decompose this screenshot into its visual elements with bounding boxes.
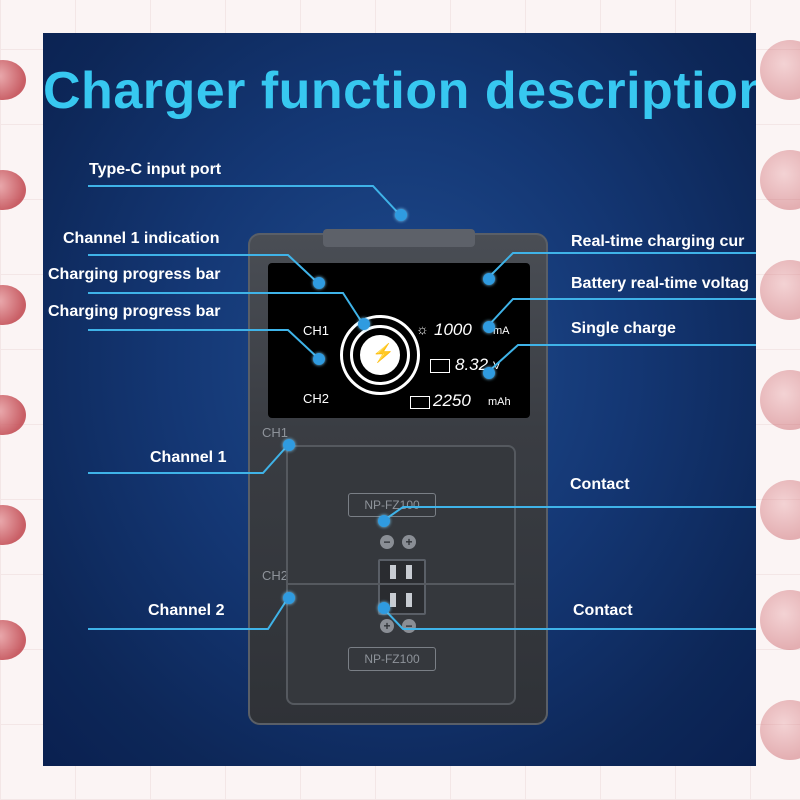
leader-channel-1 — [88, 444, 289, 474]
charger-device: CH1 CH2 ⚡ ☼ 1000 mA 8.32 V 2250 mAh CH1 … — [248, 229, 548, 725]
capacity-value: 2250 — [433, 391, 471, 410]
decorative-fruit — [760, 150, 800, 210]
battery-model-label-2: NP-FZ100 — [348, 647, 436, 671]
battery-model-label-1: NP-FZ100 — [348, 493, 436, 517]
pointer-dot — [313, 277, 325, 289]
pointer-dot — [483, 273, 495, 285]
decorative-fruit — [760, 260, 800, 320]
label-realtime-current: Real-time charging cur — [571, 233, 745, 250]
label-type-c-input: Type-C input port — [89, 161, 222, 178]
charging-progress-ring — [340, 315, 420, 395]
page-title: Charger function description — [43, 62, 756, 120]
label-contact-1: Contact — [570, 476, 630, 493]
minus-icon: − — [380, 535, 394, 549]
screen-ch1-label: CH1 — [303, 323, 330, 338]
infographic-panel: Charger function description CH1 CH2 ⚡ ☼… — [43, 33, 756, 766]
current-unit: mA — [493, 325, 510, 337]
leader-voltage — [487, 298, 756, 327]
contact-pin — [390, 565, 396, 579]
lcd-screen: CH1 CH2 ⚡ ☼ 1000 mA 8.32 V 2250 mAh — [268, 263, 530, 418]
leader-single-charge — [487, 344, 756, 373]
voltage-unit: V — [493, 360, 501, 372]
charging-progress-ring — [350, 325, 410, 385]
label-channel-2: Channel 2 — [148, 602, 225, 619]
battery-slot-area: NP-FZ100 − + + − NP-FZ100 — [286, 445, 516, 705]
screen-ch2-label: CH2 — [303, 391, 330, 406]
leader-ch1-indication — [88, 254, 319, 284]
label-charging-progress-bar-2: Charging progress bar — [48, 303, 221, 320]
capacity-unit: mAh — [488, 396, 511, 408]
contact-pin — [406, 565, 412, 579]
label-contact-2: Contact — [573, 602, 633, 619]
pointer-dot — [313, 353, 325, 365]
battery-voltage-icon — [430, 359, 450, 373]
lightning-icon: ⚡ — [372, 343, 395, 363]
label-channel-1-indication: Channel 1 indication — [63, 230, 220, 247]
leader-current — [487, 252, 756, 279]
charging-progress-ring — [360, 335, 400, 375]
pointer-dot — [483, 367, 495, 379]
sun-icon: ☼ — [416, 321, 429, 337]
plus-icon: + — [380, 619, 394, 633]
leader-type-c — [88, 185, 401, 216]
voltage-value: 8.32 — [455, 355, 489, 374]
label-single-charge: Single charge — [571, 320, 676, 337]
leader-contact-2 — [382, 607, 756, 630]
decorative-fruit — [760, 370, 800, 430]
pointer-dot — [483, 321, 495, 333]
decorative-fruit — [760, 700, 800, 760]
battery-capacity-icon — [410, 396, 430, 409]
pointer-dot — [378, 515, 390, 527]
label-channel-1: Channel 1 — [150, 449, 227, 466]
pointer-dot — [378, 602, 390, 614]
plus-icon: + — [402, 535, 416, 549]
decorative-fruit — [760, 590, 800, 650]
leader-contact-1 — [382, 506, 756, 522]
pointer-dot — [283, 439, 295, 451]
decorative-fruit — [760, 480, 800, 540]
leader-progress-2 — [88, 329, 319, 359]
pointer-dot — [395, 209, 407, 221]
pointer-dot — [358, 318, 370, 330]
contact-pin — [406, 593, 412, 607]
label-charging-progress-bar-1: Charging progress bar — [48, 266, 221, 283]
slot-divider — [288, 583, 514, 585]
pointer-dot — [283, 592, 295, 604]
decorative-fruit — [760, 40, 800, 100]
contact-pin — [390, 593, 396, 607]
label-realtime-voltage: Battery real-time voltag — [571, 275, 749, 292]
slot-ch2-mark: CH2 — [262, 568, 289, 583]
leader-lines — [88, 185, 756, 630]
slot-ch1-mark: CH1 — [262, 425, 289, 440]
leader-channel-2 — [88, 597, 289, 630]
current-value: 1000 — [434, 320, 472, 339]
leader-progress-1 — [88, 292, 364, 325]
type-c-port — [323, 229, 475, 247]
